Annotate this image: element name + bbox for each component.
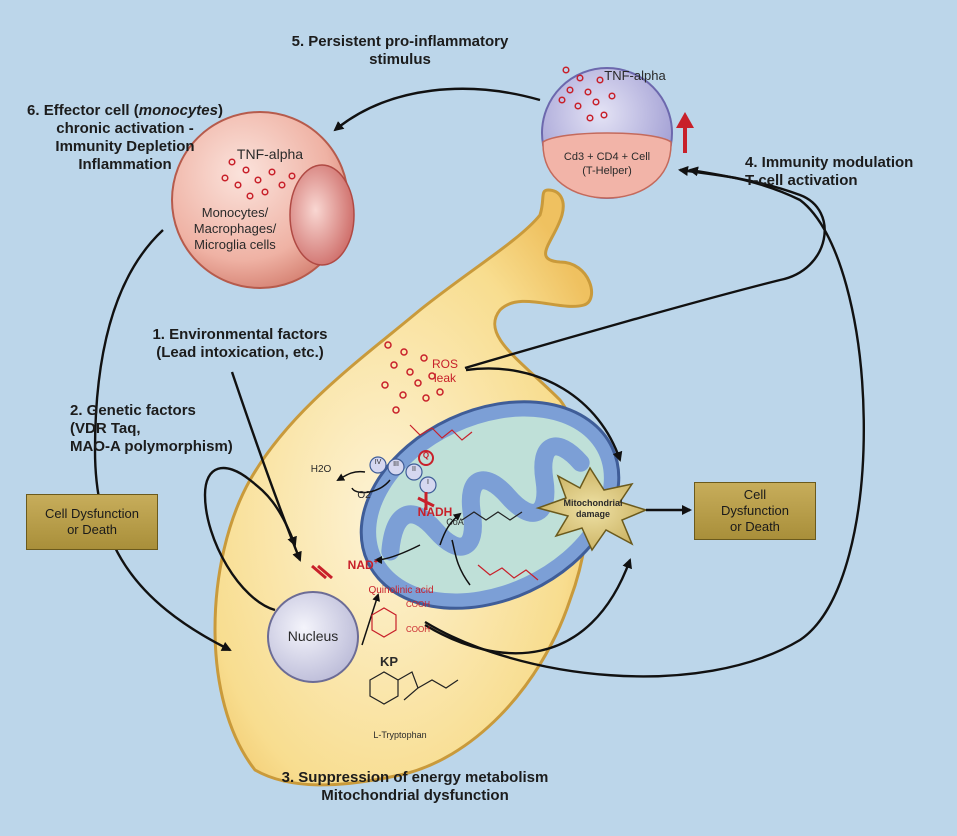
monocyte-cell-label: Monocytes/ Macrophages/ Microglia cells <box>175 205 295 253</box>
box-left-line1: Cell Dysfunction <box>45 506 139 521</box>
pathway-arrows <box>93 87 865 678</box>
mito-small-arrows <box>336 470 471 646</box>
mitochondrial-damage-star <box>535 466 649 552</box>
tcell-tnf-label: TNF-alpha <box>604 68 666 83</box>
box-left-line2: or Death <box>67 522 117 537</box>
step5-line2: stimulus <box>369 51 431 68</box>
tnf-particles-monocyte <box>221 158 296 200</box>
tcell-line1: Cd3 + CD4 + Cell <box>563 151 651 163</box>
coa-label: CoA <box>446 517 464 527</box>
increase-arrow-icon <box>676 112 694 153</box>
step2-label: 2. Genetic factors (VDR Taq, MAO-A polym… <box>70 402 270 456</box>
water-label: H2O <box>310 464 332 475</box>
monocyte-line1: Monocytes/ <box>201 205 269 220</box>
cell-dysfunction-box-right: Cell Dysfunction or Death <box>694 482 816 540</box>
damage-line2: damage <box>575 509 610 519</box>
complex-iii-label: III <box>393 461 399 468</box>
damage-line1: Mitochondrial <box>563 498 623 508</box>
cooh-label-1: COOH <box>406 600 430 609</box>
inhibition-marks <box>311 492 435 580</box>
leak-word: leak <box>433 371 456 385</box>
quinolinic-acid-label: Quinolinic acid <box>368 585 434 596</box>
step6-label: 6. Effector cell (monocytes) chronic act… <box>10 102 240 174</box>
complex-iv-label: IV <box>374 459 382 466</box>
step2-line3: MAO-A polymorphism) <box>70 438 233 455</box>
step1-label: 1. Environmental factors (Lead intoxicat… <box>125 326 355 362</box>
q-ring <box>418 450 434 466</box>
nucleus-label: Nucleus <box>287 628 339 644</box>
chemical-structures <box>371 424 539 638</box>
step1-line1: 1. Environmental factors <box>152 326 328 343</box>
step3-line1: 3. Suppression of energy metabolism <box>281 769 549 786</box>
kp-label: KP <box>379 654 399 669</box>
tcell-inner-membrane <box>542 132 672 199</box>
step6-line3: Immunity Depletion <box>55 138 195 155</box>
tryptophan-label: L-Tryptophan <box>373 730 427 740</box>
box-right-line1: Cell <box>743 487 767 502</box>
box-right-line2: Dysfunction <box>721 503 789 518</box>
respiratory-chain <box>369 456 437 494</box>
oxygen-label: O2 <box>357 490 371 501</box>
step5-line1: 5. Persistent pro-inflammatory <box>291 33 509 50</box>
tcell-line2: (T-Helper) <box>582 165 632 177</box>
monocyte-tnf-label: TNF-alpha <box>236 146 304 162</box>
cell-dysfunction-box-left: Cell Dysfunction or Death <box>26 494 158 550</box>
step5-label: 5. Persistent pro-inflammatory stimulus <box>255 33 545 69</box>
step2-line1: 2. Genetic factors <box>70 402 196 419</box>
box-right-line3: or Death <box>730 519 780 534</box>
step6-line2: chronic activation - <box>56 120 194 137</box>
step1-line2: (Lead intoxication, etc.) <box>156 344 324 361</box>
tnf-particles-tcell <box>558 66 616 122</box>
complex-i-label: I <box>427 479 429 486</box>
cooh-label-2: COOH <box>406 625 430 634</box>
monocyte-line2: Macrophages/ <box>193 221 277 236</box>
nucleus-shape <box>267 591 359 683</box>
coa-structure <box>369 511 523 705</box>
step3-label: 3. Suppression of energy metabolism Mito… <box>245 769 585 805</box>
ros-word: ROS <box>431 357 458 371</box>
nadh-label: NADH <box>417 505 453 519</box>
monocyte-nucleus <box>289 164 355 266</box>
complex-ii-label: II <box>412 466 416 473</box>
step2-line2: (VDR Taq, <box>70 420 141 437</box>
ros-leak-label: ROS leak <box>420 357 470 385</box>
nad-label: NAD+ <box>347 557 379 572</box>
step6-line4: Inflammation <box>78 156 172 173</box>
step4-line1: 4. Immunity modulation <box>745 154 914 171</box>
step6-line1: 6. Effector cell (monocytes) <box>27 102 223 119</box>
monocyte-line3: Microglia cells <box>194 237 276 252</box>
step4-label: 4. Immunity modulation T-cell activation <box>745 154 945 190</box>
step6-italic: monocytes <box>138 102 218 119</box>
step3-line2: Mitochondrial dysfunction <box>321 787 509 804</box>
mitochondrial-damage-label: Mitochondrial damage <box>548 498 638 520</box>
step4-line2: T-cell activation <box>745 172 858 189</box>
q-label: Q <box>422 451 430 460</box>
ros-particles <box>381 341 444 414</box>
tcell-label: Cd3 + CD4 + Cell (T-Helper) <box>545 150 669 178</box>
